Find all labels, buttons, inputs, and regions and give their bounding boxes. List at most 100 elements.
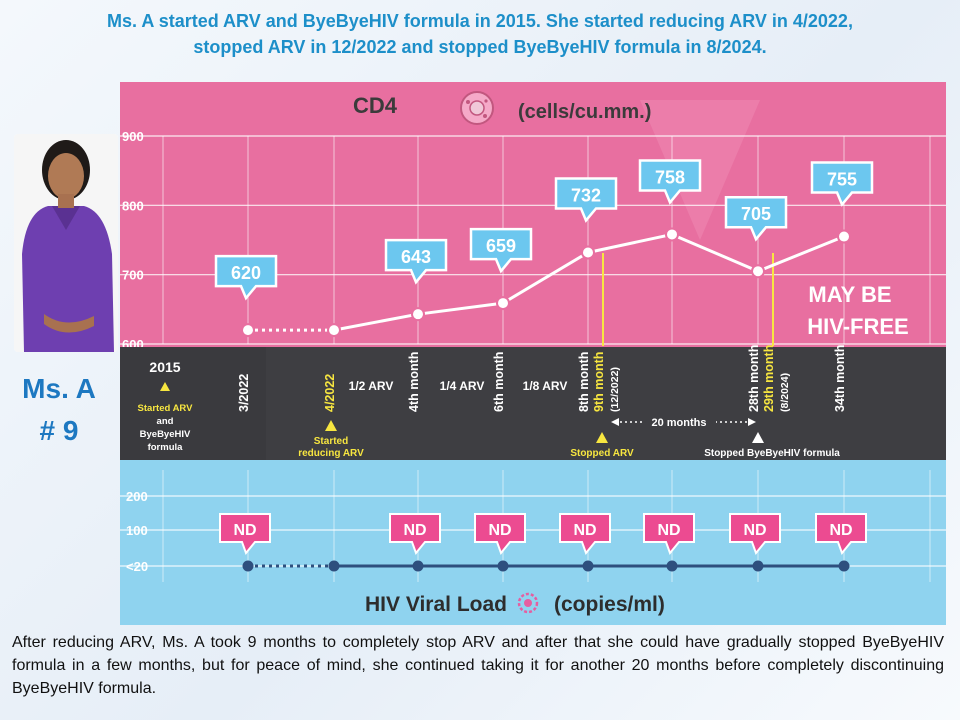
- cd4-data-point: [751, 264, 765, 279]
- cd4-data-point: [665, 227, 679, 242]
- timeline-tick-label: 4/2022: [323, 374, 337, 412]
- nd-callout-box: [559, 513, 611, 555]
- started-reducing-1: Started: [314, 436, 348, 447]
- viral-load-unit: (copies/ml): [554, 593, 665, 616]
- viral-load-line: [242, 560, 850, 572]
- cd4-panel-background: [120, 82, 946, 347]
- cd4-line-segment: [502, 251, 589, 305]
- started-reducing-2: reducing ARV: [298, 448, 364, 459]
- gap-arrow-left: [611, 418, 619, 426]
- cd4-data-label: 659: [469, 227, 533, 274]
- cd4-marker-lines: [602, 253, 774, 346]
- dose-label-2: 1/4 ARV: [440, 379, 485, 393]
- nd-callout-box: [643, 513, 695, 555]
- timeline-tick-label: 28th month: [747, 345, 761, 412]
- page-title: Ms. A started ARV and ByeByeHIV formula …: [0, 8, 960, 60]
- annotation-line-1: MAY BE: [808, 282, 891, 307]
- cd4-line-segment: [671, 233, 759, 273]
- cd4-callout-box: [810, 161, 874, 207]
- timeline-tick-label: 6th month: [492, 352, 506, 412]
- cell-icon: [460, 91, 494, 125]
- stop-arv-marker: [596, 432, 608, 443]
- cd4-data-label: 705: [724, 195, 788, 242]
- patient-label: Ms. A # 9: [0, 368, 118, 452]
- reduce-marker: [325, 420, 337, 431]
- viral-load-data-point: [412, 560, 424, 572]
- viral-load-data-label: ND: [219, 513, 271, 555]
- viral-load-data-label: ND: [559, 513, 611, 555]
- cd4-callout-box: [469, 227, 533, 274]
- start-year: 2015: [149, 359, 180, 375]
- start-note-4: formula: [148, 442, 184, 453]
- patient-number: # 9: [39, 415, 79, 446]
- nd-callout-box: [815, 513, 867, 555]
- viral-load-data-point: [582, 560, 594, 572]
- cd4-data-point: [837, 229, 851, 244]
- cd4-grid: [120, 135, 946, 345]
- patient-photo-graphic: [14, 134, 118, 352]
- cd4-data-point: [241, 323, 255, 338]
- cd4-unit: (cells/cu.mm.): [518, 101, 651, 123]
- viral-load-data-point: [666, 560, 678, 572]
- dose-label-1: 1/2 ARV: [349, 379, 394, 393]
- cd4-data-point: [411, 307, 425, 322]
- viral-load-y-tick-label: 200: [126, 489, 148, 504]
- cd4-line-segment: [757, 235, 845, 273]
- viral-load-y-tick-label: <20: [126, 559, 148, 574]
- start-note-3: ByeByeHIV: [140, 429, 191, 440]
- cd4-callout-box: [638, 159, 702, 205]
- cd4-data-label: 643: [384, 238, 448, 285]
- description-text: After reducing ARV, Ms. A took 9 months …: [12, 634, 944, 697]
- viral-load-y-tick-label: 100: [126, 523, 148, 538]
- cd4-data-point: [581, 245, 595, 260]
- cd4-line-segment: [587, 232, 673, 254]
- patient-photo: [14, 134, 118, 352]
- viral-load-data-point: [242, 560, 254, 572]
- viral-load-data-label: ND: [389, 513, 441, 555]
- cd4-data-point: [496, 296, 510, 311]
- viral-load-title: HIV Viral Load: [365, 593, 507, 616]
- nd-callout-text: ND: [233, 522, 256, 539]
- dose-label-3: 1/8 ARV: [523, 379, 568, 393]
- timeline-tick-label: 8th month: [577, 352, 591, 412]
- cd4-y-tick-label: 900: [122, 129, 144, 144]
- nd-callout-box: [219, 513, 271, 555]
- nd-callout-box: [729, 513, 781, 555]
- timeline-tick-label: 34th month: [833, 345, 847, 412]
- viral-load-data-label: ND: [643, 513, 695, 555]
- viral-load-data-label: ND: [474, 513, 526, 555]
- cd4-title: CD4: [353, 93, 398, 118]
- timeline-tick-label: 4th month: [407, 352, 421, 412]
- nd-callout-text: ND: [573, 522, 596, 539]
- nd-callout-box: [474, 513, 526, 555]
- cd4-callout-text: 755: [827, 170, 857, 190]
- stop-formula-marker: [752, 432, 764, 443]
- cd4-data-point: [327, 323, 341, 338]
- timeline-tick-label: 9th month: [592, 352, 606, 412]
- cd4-line: [241, 227, 851, 338]
- gap-arrow-right: [748, 418, 756, 426]
- timeline-band: 2015 Started ARV and ByeByeHIV formula 3…: [120, 345, 946, 460]
- nd-callout-text: ND: [743, 522, 766, 539]
- nd-callout-text: ND: [657, 522, 680, 539]
- cd4-callout-text: 659: [486, 236, 516, 256]
- start-note-1: Started ARV: [138, 403, 194, 414]
- viral-load-data-label: ND: [729, 513, 781, 555]
- nd-callout-text: ND: [488, 522, 511, 539]
- timeline-tick-label: 3/2022: [237, 374, 251, 412]
- nd-callout-box: [389, 513, 441, 555]
- start-marker: [160, 382, 170, 391]
- cd4-y-tick-label: 800: [122, 198, 144, 213]
- cd4-line-segment: [417, 301, 504, 316]
- timeline-start-block: [120, 347, 266, 460]
- timeline-tick-sublabel: (8/2024): [779, 373, 791, 412]
- cd4-callout-box: [384, 238, 448, 285]
- timeline-tick-sublabel: (12/2022): [609, 367, 621, 412]
- cd4-callout-box: [554, 177, 618, 223]
